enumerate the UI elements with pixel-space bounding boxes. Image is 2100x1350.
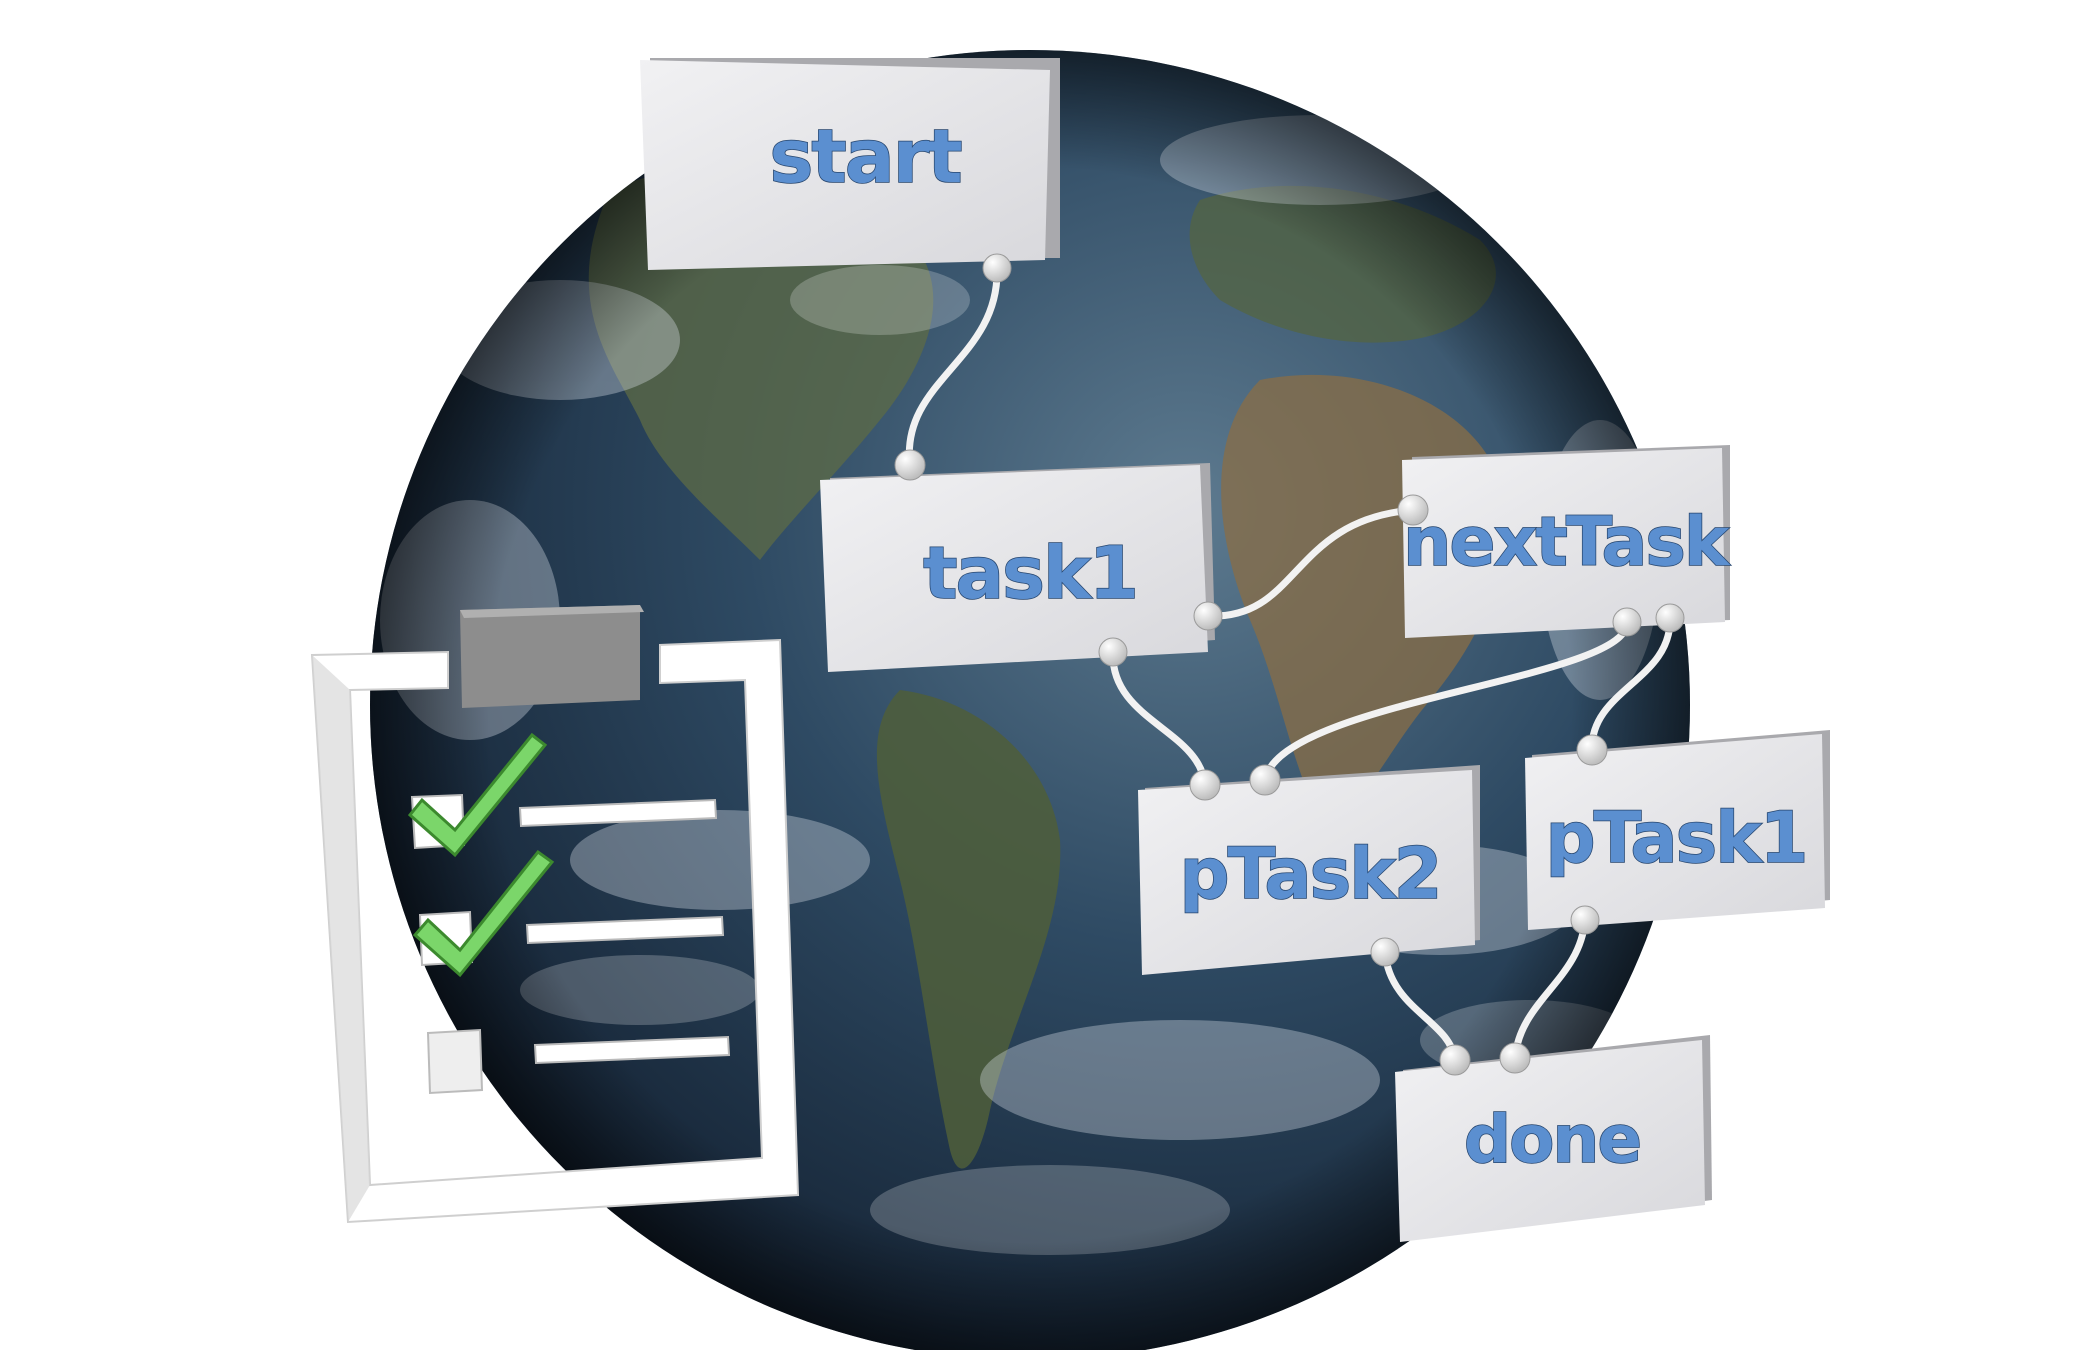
knob [1189, 769, 1221, 801]
knob [1499, 1042, 1531, 1074]
node-ptask1: pTask1 [1525, 730, 1830, 930]
node-task1: task1 [820, 463, 1215, 672]
node-nexttask: nextTask [1402, 445, 1734, 638]
knob [1655, 603, 1685, 633]
clipboard-clip [460, 605, 644, 708]
knob [1570, 905, 1600, 935]
node-ptask2: pTask2 [1138, 765, 1480, 975]
connector-knobs [894, 253, 1685, 1076]
knob [1193, 601, 1223, 631]
connector-nexttask-ptask2 [1261, 618, 1631, 784]
node-nexttask-label: nextTask [1403, 503, 1731, 582]
connector-task1-ptask2 [1109, 648, 1209, 789]
node-done: done [1395, 1035, 1712, 1242]
knob [1439, 1044, 1471, 1076]
knob [894, 449, 926, 481]
connector-start-task1 [905, 264, 1001, 469]
knob [1397, 494, 1429, 526]
node-done-label: done [1464, 1101, 1640, 1178]
checklist-item-3 [426, 1028, 731, 1095]
checklist-item-2 [412, 849, 725, 978]
knob [1370, 937, 1400, 967]
flow-connectors [905, 264, 1674, 1064]
clipboard-checklist [310, 605, 800, 1224]
node-ptask2-label: pTask2 [1180, 833, 1441, 915]
node-start: start [640, 58, 1060, 270]
connector-ptask1-done [1511, 916, 1589, 1062]
connector-nexttask-ptask1 [1588, 614, 1674, 754]
check-icon [412, 849, 555, 978]
checklist-item-1 [407, 732, 718, 858]
node-ptask1-label: pTask1 [1546, 797, 1807, 879]
check-icon [407, 732, 548, 858]
node-start-label: start [769, 114, 961, 200]
knob [1249, 764, 1281, 796]
knob [982, 253, 1012, 283]
knob [1612, 607, 1642, 637]
knob [1576, 734, 1608, 766]
node-task1-label: task1 [923, 531, 1137, 615]
connector-task1-nexttask [1204, 506, 1417, 620]
knob [1098, 637, 1128, 667]
